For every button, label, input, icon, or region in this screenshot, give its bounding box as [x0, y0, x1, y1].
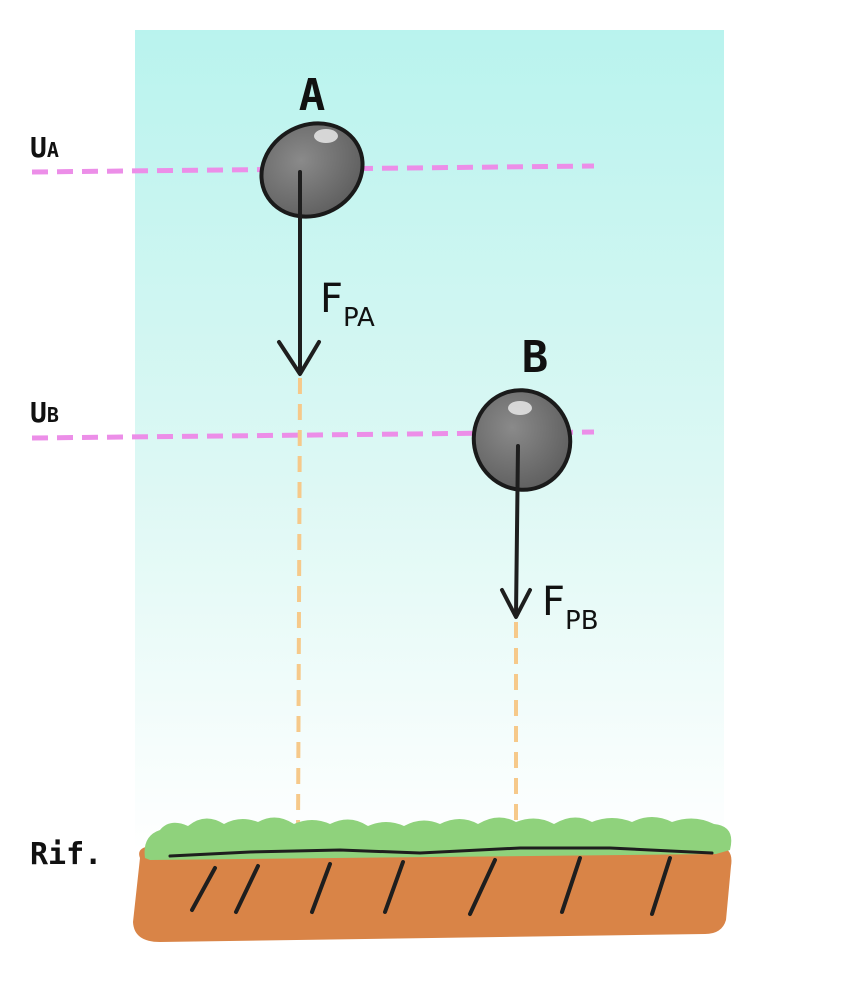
force-arrow-a — [277, 170, 321, 376]
ball-a — [259, 121, 365, 219]
level-label-ub: UB — [30, 396, 59, 429]
level-line-ub — [31, 429, 595, 441]
reference-label: Rif. — [30, 837, 102, 872]
force-label-b: FPB — [542, 579, 599, 636]
ball-b — [471, 388, 573, 492]
level-label-ua: UA — [30, 131, 59, 164]
point-label-a: A — [299, 70, 326, 121]
force-arrow-b — [500, 444, 532, 619]
force-label-a: FPA — [320, 276, 375, 333]
point-label-b: B — [522, 332, 549, 383]
soil — [133, 846, 732, 942]
sky-background — [135, 30, 724, 850]
ground-hatching — [190, 856, 672, 916]
ground-line — [168, 846, 714, 858]
